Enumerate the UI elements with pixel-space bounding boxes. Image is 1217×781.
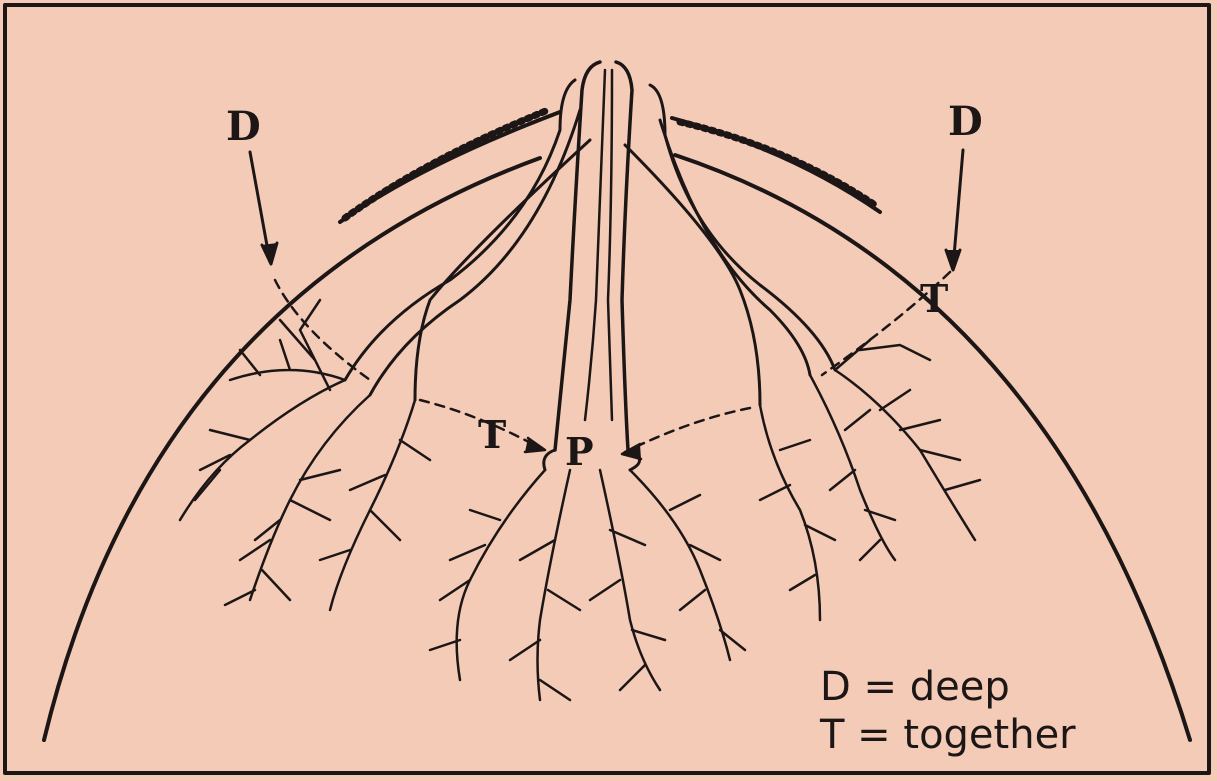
ramifications-left [180,300,430,610]
deep-arrow-right [946,150,963,270]
surface-layer-right-beads [680,122,875,205]
label-deep-right: D [948,98,983,145]
legend-together: T = together [819,712,1076,758]
central-stem-inner [585,70,612,420]
deep-arrow-left [250,152,277,264]
surface-layer-left [340,112,560,222]
central-stem-right [616,62,632,450]
right-canal-outer [650,85,835,370]
left-canal-outer [345,80,575,380]
label-together-right: T [920,276,948,321]
label-together-left: T [478,412,506,457]
frame-border [5,5,1209,773]
ramifications-center [430,470,745,700]
legend-deep: D = deep [820,664,1010,710]
ramifications-right [760,340,980,620]
left-canal-inner [370,110,580,395]
label-deep-left: D [226,103,261,150]
surface-layer-left-beads [345,110,548,218]
outer-boundary-arc [44,155,1190,740]
right-canal-2 [625,145,760,405]
together-arrow-right [622,408,750,459]
label-papilla: P [565,429,594,474]
